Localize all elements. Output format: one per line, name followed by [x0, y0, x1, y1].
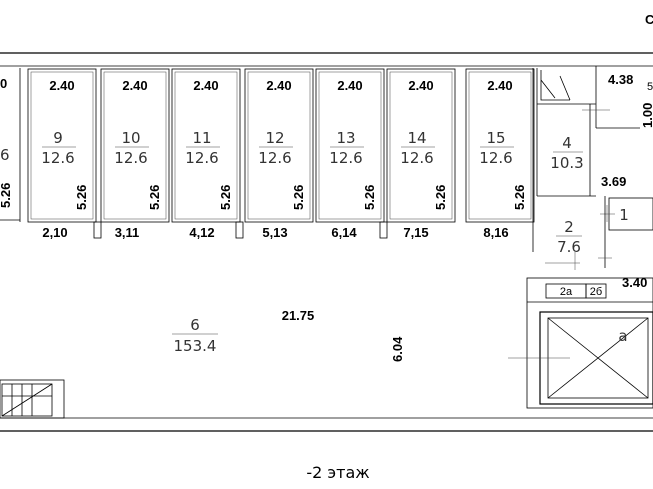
- stair-inner: [1, 383, 53, 417]
- storage-cell-inner: [247, 71, 311, 220]
- room-1-block: [600, 197, 653, 231]
- storage-cell-width: 2.40: [122, 78, 147, 93]
- storage-cell-depth: 5.26: [74, 185, 89, 210]
- storage-cell-number: 11: [192, 129, 211, 147]
- stair-bottom-left: [0, 379, 65, 419]
- storage-cell-width: 2.40: [487, 78, 512, 93]
- storage-cell-area: 12.6: [479, 149, 512, 167]
- room-1-number: 1: [619, 206, 629, 224]
- storage-cell-number: 12: [265, 129, 284, 147]
- partial-fraction-label: 6: [0, 146, 10, 164]
- stair-outline: [0, 379, 65, 419]
- storage-cell-outline: [171, 68, 241, 223]
- stair-diag: [1, 383, 53, 417]
- shaft-a-label: а: [618, 327, 627, 345]
- storage-cell-width: 2.40: [337, 78, 362, 93]
- storage-cell-inner: [389, 71, 453, 220]
- storage-cell-13: 2.40 13 12.6 5.26: [315, 68, 385, 223]
- room-4-width: 4.38: [608, 72, 633, 87]
- storage-cell-area: 12.6: [400, 149, 433, 167]
- storage-cell-15: 2.40 15 12.6 5.26: [465, 68, 535, 223]
- vestibule-block: [526, 277, 653, 409]
- right-top-label: 5: [647, 81, 653, 93]
- storage-cell-depth: 5.26: [147, 185, 162, 210]
- bottom-label: 7,15: [403, 225, 428, 240]
- storage-cell-inner: [30, 71, 94, 220]
- storage-cell-width: 2.40: [49, 78, 74, 93]
- storage-cells: 2.40 9 12.6 5.26 2.40 10 12.6 5.26 2.40 11 12.6 5.2…: [27, 68, 535, 223]
- storage-cell-10: 2.40 10 12.6 5.26: [100, 68, 170, 223]
- vestibule-outline: [526, 277, 653, 409]
- storage-cell-width: 2.40: [266, 78, 291, 93]
- storage-cell-width: 2.40: [408, 78, 433, 93]
- room-2b-box: [585, 283, 607, 299]
- post-2: [235, 221, 244, 239]
- storage-cell-outline: [465, 68, 535, 223]
- hall-number: 6: [190, 316, 200, 334]
- storage-cell-outline: [100, 68, 170, 223]
- right-vertical-label: 1.00: [640, 103, 653, 128]
- stair-mark: [540, 70, 571, 101]
- storage-cell-width: 2.40: [193, 78, 218, 93]
- shaft-a: [508, 311, 653, 405]
- room-2-area: 7.6: [557, 238, 581, 256]
- storage-cell-depth: 5.26: [291, 185, 306, 210]
- post-1: [93, 221, 102, 239]
- storage-cell-number: 13: [336, 129, 355, 147]
- storage-cell-outline: [244, 68, 314, 223]
- storage-cell-number: 15: [486, 129, 505, 147]
- storage-cell-area: 12.6: [41, 149, 74, 167]
- storage-cell-depth: 5.26: [218, 185, 233, 210]
- storage-cell-outline: [386, 68, 456, 223]
- corner-label: С: [645, 12, 653, 27]
- bottom-label: 3,11: [115, 225, 140, 240]
- room-4-block: [532, 66, 640, 197]
- room-2-block: [532, 196, 612, 270]
- storage-cell-outline: [27, 68, 97, 223]
- storage-cell-12: 2.40 12 12.6 5.26: [244, 68, 314, 223]
- hall-width: 6.04: [390, 336, 405, 362]
- bottom-label: 5,13: [262, 225, 287, 240]
- bottom-label: 8,16: [483, 225, 508, 240]
- hall-length: 21.75: [282, 308, 315, 323]
- storage-cell-area: 12.6: [329, 149, 362, 167]
- room-1-outline: [608, 197, 653, 231]
- storage-cell-area: 12.6: [114, 149, 147, 167]
- storage-cell-depth: 5.26: [512, 185, 527, 210]
- storage-cell-depth: 5.26: [433, 185, 448, 210]
- partial-width-label: 0: [0, 76, 7, 91]
- storage-cell-inner: [174, 71, 238, 220]
- storage-cell-outline: [315, 68, 385, 223]
- bottom-label: 6,14: [331, 225, 357, 240]
- room-2-number: 2: [564, 218, 574, 236]
- storage-cell-number: 10: [121, 129, 140, 147]
- storage-cell-inner: [318, 71, 382, 220]
- storage-cell-11: 2.40 11 12.6 5.26: [171, 68, 241, 223]
- room-4-depth: 3.69: [601, 174, 626, 189]
- storage-cell-number: 14: [407, 129, 426, 147]
- room-2a-label: 2а: [560, 286, 573, 298]
- room-4-number: 4: [562, 134, 572, 152]
- room-4-area: 10.3: [550, 154, 583, 172]
- post-3: [379, 221, 388, 239]
- bottom-labels: 2,10 3,11 4,12 5,13 6,14 7,15 8,16: [42, 225, 508, 240]
- floor-caption: -2 этаж: [306, 463, 369, 482]
- storage-cell-14: 2.40 14 12.6 5.26: [386, 68, 456, 223]
- storage-cell-number: 9: [53, 129, 63, 147]
- storage-cell-inner: [468, 71, 532, 220]
- hall-area: 153.4: [174, 337, 217, 355]
- shaft-diag-2: [547, 317, 649, 399]
- room-2b-label: 2б: [590, 286, 602, 298]
- storage-cell-area: 12.6: [185, 149, 218, 167]
- storage-cell-area: 12.6: [258, 149, 291, 167]
- storage-cell-9: 2.40 9 12.6 5.26: [27, 68, 97, 223]
- dim-3-40: 3.40: [622, 275, 647, 290]
- storage-cell-inner: [103, 71, 167, 220]
- bottom-label: 4,12: [189, 225, 214, 240]
- storage-cell-depth: 5.26: [362, 185, 377, 210]
- bottom-label: 2,10: [42, 225, 67, 240]
- partial-depth-label: 5.26: [0, 183, 13, 208]
